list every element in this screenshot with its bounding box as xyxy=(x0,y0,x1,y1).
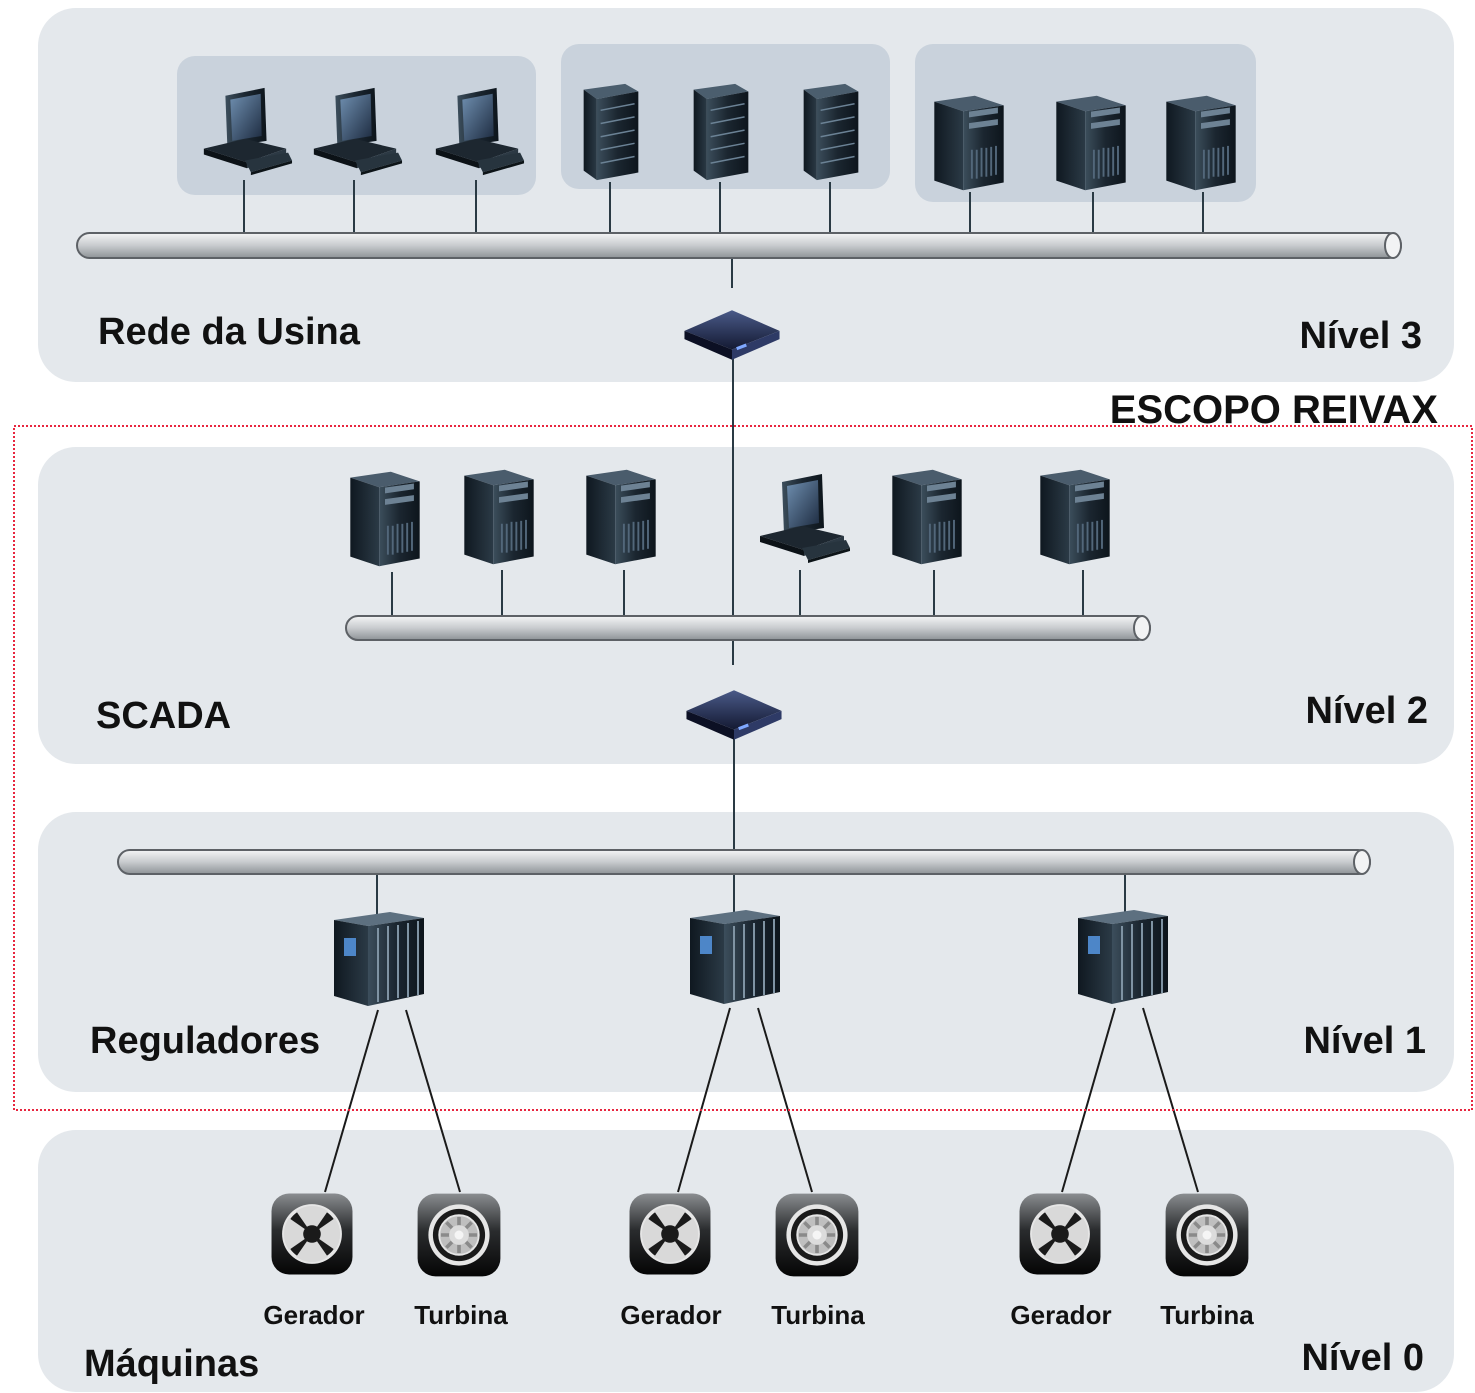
level-2-title: SCADA xyxy=(96,695,231,737)
rack-server-icon xyxy=(582,83,640,181)
level-2-number: Nível 2 xyxy=(1305,690,1428,732)
generator-icon xyxy=(1019,1193,1101,1275)
generator-icon xyxy=(629,1193,711,1275)
level-3-bus xyxy=(76,232,1402,259)
turbine-label: Turbina xyxy=(1160,1300,1254,1330)
level-1-bus xyxy=(117,849,1371,875)
tower-server-icon xyxy=(586,469,656,565)
regulator-cabinet-icon xyxy=(1077,909,1169,1005)
level-1-number: Nível 1 xyxy=(1303,1020,1426,1062)
rack-server-icon xyxy=(692,83,750,181)
turbine-icon xyxy=(415,1191,503,1279)
level-3-number: Nível 3 xyxy=(1299,315,1422,357)
tower-server-icon xyxy=(892,469,962,565)
regulator-to-machine-links xyxy=(324,1007,1199,1193)
scope-label: ESCOPO REIVAX xyxy=(1110,388,1439,432)
level-0-panel xyxy=(38,1130,1454,1392)
generator-icon xyxy=(271,1193,353,1275)
tower-server-icon xyxy=(1166,95,1236,191)
level-0-title: Máquinas xyxy=(84,1343,259,1385)
level-3-title: Rede da Usina xyxy=(98,311,361,353)
generator-label: Gerador xyxy=(1010,1300,1111,1330)
level-3-drops xyxy=(243,180,1204,232)
level-1-drops xyxy=(376,874,1126,914)
tower-server-icon xyxy=(934,95,1004,191)
tower-server-icon xyxy=(1040,469,1110,565)
rack-server-icon xyxy=(802,83,860,181)
regulator-cabinet-icon xyxy=(689,909,781,1005)
tower-server-icon xyxy=(350,471,420,567)
generator-label: Gerador xyxy=(263,1300,364,1330)
tower-server-icon xyxy=(464,469,534,565)
level-2-drops xyxy=(391,570,1084,616)
turbine-icon xyxy=(1163,1191,1251,1279)
generator-label: Gerador xyxy=(620,1300,721,1330)
level-2-bus xyxy=(345,615,1151,641)
turbine-icon xyxy=(773,1191,861,1279)
regulator-cabinet-icon xyxy=(333,911,425,1007)
level-0-number: Nível 0 xyxy=(1301,1337,1424,1379)
tower-server-icon xyxy=(1056,95,1126,191)
turbine-label: Turbina xyxy=(414,1300,508,1330)
turbine-label: Turbina xyxy=(771,1300,865,1330)
level-1-title: Reguladores xyxy=(90,1020,320,1062)
scope-boundary xyxy=(13,425,1473,1111)
